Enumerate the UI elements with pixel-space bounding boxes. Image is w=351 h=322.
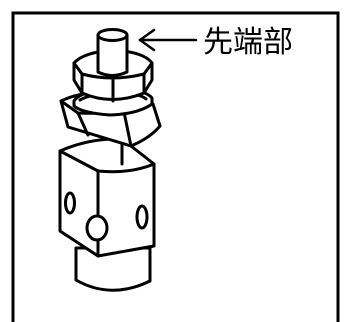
callout-label: 先端部 (203, 25, 293, 60)
valve-fitting-icon (58, 28, 162, 292)
valve-tip-pin (96, 33, 129, 77)
valve-locknut-edge (76, 111, 90, 137)
figure-frame (11, 11, 340, 322)
callout-arrow-icon (138, 28, 198, 52)
valve-right-port (135, 204, 149, 230)
valve-base-cylinder (74, 246, 152, 292)
valve-front-port (85, 214, 109, 242)
valve-side-port (64, 191, 76, 215)
valve-tip-pin-top (96, 28, 129, 42)
valve-locknut-edge-2 (122, 110, 133, 148)
